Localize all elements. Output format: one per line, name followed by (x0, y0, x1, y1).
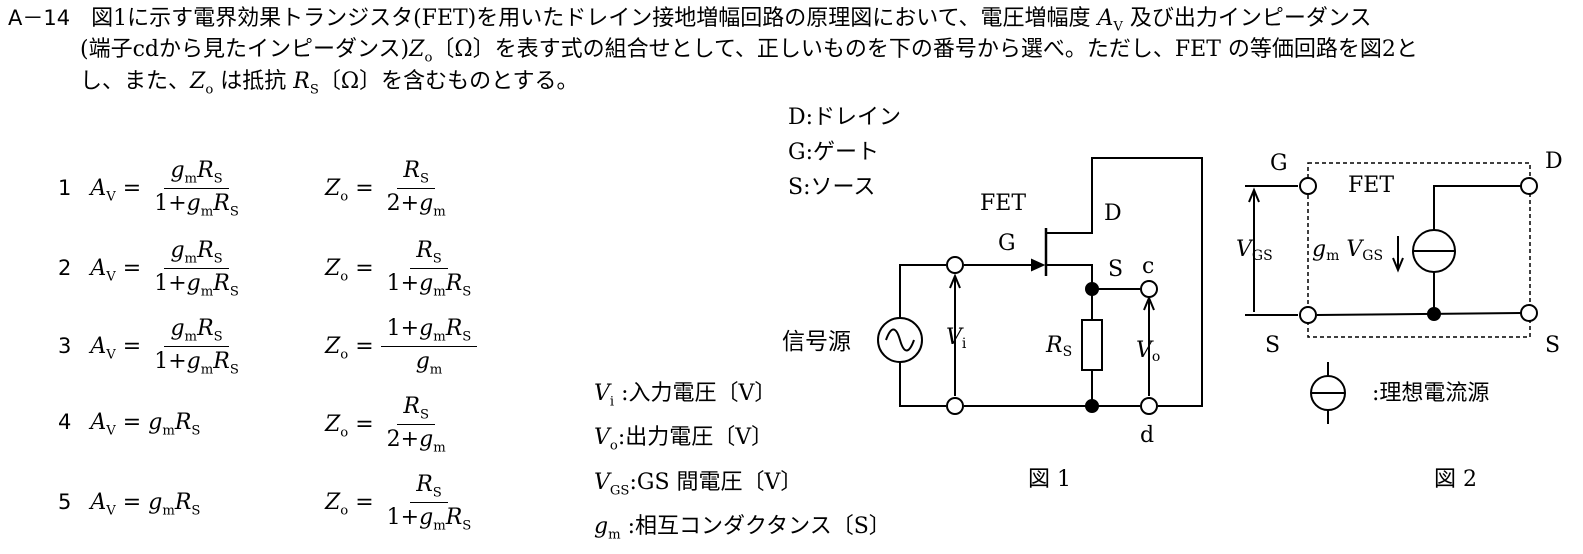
fig1-d-terminal-label: d (1140, 423, 1154, 448)
fig2-d-label: D (1545, 149, 1563, 174)
terminal-s-left (1299, 306, 1317, 324)
resistor-rs (1081, 319, 1103, 371)
option-number: 1 (58, 175, 72, 200)
def-source: S:ソース (788, 175, 876, 200)
junction-source (1085, 282, 1099, 296)
fig2-s-right-label: S (1545, 333, 1560, 358)
fig1-caption: 図 1 (1028, 467, 1071, 492)
vgs-arrow-head (1248, 187, 1260, 203)
fig1-s-label: S (1108, 257, 1123, 282)
option-number: 4 (58, 410, 72, 434)
wire-source (1316, 312, 1522, 316)
terminal-c (1140, 280, 1158, 298)
junction-ground (1085, 399, 1099, 413)
gate-arrow (1031, 258, 1046, 272)
fig2-g-label: G (1270, 151, 1288, 176)
terminal-d2 (1520, 177, 1538, 195)
wire-ground (899, 362, 946, 407)
fig1-fet-label: FET (980, 191, 1026, 216)
circuit-figures: FET G D S c d 信号源 Vi RS Vo 図 1 (782, 149, 1563, 492)
option-4[interactable]: 4 AV = gmRS (58, 410, 201, 439)
sine-wave-icon (885, 328, 915, 352)
fet-drain (1046, 157, 1203, 407)
option-5[interactable]: 5 AV = gmRS (58, 490, 201, 519)
terminal-d (1140, 397, 1158, 415)
terminal-ground-in (946, 397, 964, 415)
def-drain: D:ドレイン (788, 105, 902, 130)
legend-vgs: VGS:GS 間電圧〔V〕 (594, 469, 803, 499)
fig2-fet-label: FET (1348, 173, 1394, 198)
fig1-g-label: G (998, 231, 1016, 256)
terminal-s-right (1520, 304, 1538, 322)
figure-2 (1245, 162, 1538, 424)
question-text-1: 図1に示す電界効果トランジスタ(FET)を用いたドレイン接地増幅回路の原理図にお… (91, 6, 1372, 35)
legend-vo: Vo:出力電圧〔V〕 (594, 425, 774, 454)
gm-vgs-arrow-head (1392, 257, 1404, 273)
terminal-g (1299, 177, 1317, 195)
question-line-3: し、また、Zo は抵抗 RS〔Ω〕を含むものとする。 (80, 69, 579, 98)
def-gate: G:ゲート (788, 140, 879, 165)
symbol-legend: Vi :入力電圧〔V〕 Vo:出力電圧〔V〕 VGS:GS 間電圧〔V〕 gm … (594, 376, 891, 554)
question-line-2: (端子cdから見たインピーダンス)Zo〔Ω〕を表す式の組合せとして、正しいものを… (80, 37, 1418, 66)
fig2-s-left-label: S (1265, 333, 1280, 358)
fig2-gm-vgs-label: gm VGS (1312, 237, 1383, 264)
option-number: 3 (58, 333, 72, 358)
figure-1 (877, 157, 1203, 415)
fig1-c-label: c (1142, 254, 1154, 279)
question-number: A－14 (8, 6, 71, 30)
option-number: 5 (58, 490, 72, 514)
fig1-d-label: D (1104, 201, 1122, 226)
legend-gm: gm :相互コンダクタンス〔S〕 (594, 514, 891, 543)
junction-fig2 (1427, 307, 1441, 321)
terminal-gate-in (946, 256, 964, 274)
legend-vi: Vi :入力電圧〔V〕 (594, 381, 777, 410)
fig2-ideal-source-label: :理想電流源 (1372, 381, 1489, 406)
fet-equivalent-box (1307, 162, 1531, 338)
terminal-definitions: D:ドレイン G:ゲート S:ソース (788, 100, 901, 205)
fig2-caption: 図 2 (1434, 467, 1477, 492)
question-line-1: A－14 図1に示す電界効果トランジスタ(FET)を用いたドレイン接地増幅回路の… (8, 2, 1371, 43)
option-number: 2 (58, 255, 72, 280)
fig1-source-label: 信号源 (782, 329, 851, 355)
fet-source (1046, 264, 1093, 320)
fig1-rs-label: RS (1045, 333, 1072, 360)
fig1-vo-label: Vo (1136, 338, 1160, 365)
signal-source-icon (877, 317, 923, 363)
wire-drain (1433, 185, 1521, 230)
wire-gate-input (899, 264, 946, 318)
vi-arrow-head (949, 273, 961, 289)
fig1-vi-label: Vi (946, 325, 967, 352)
